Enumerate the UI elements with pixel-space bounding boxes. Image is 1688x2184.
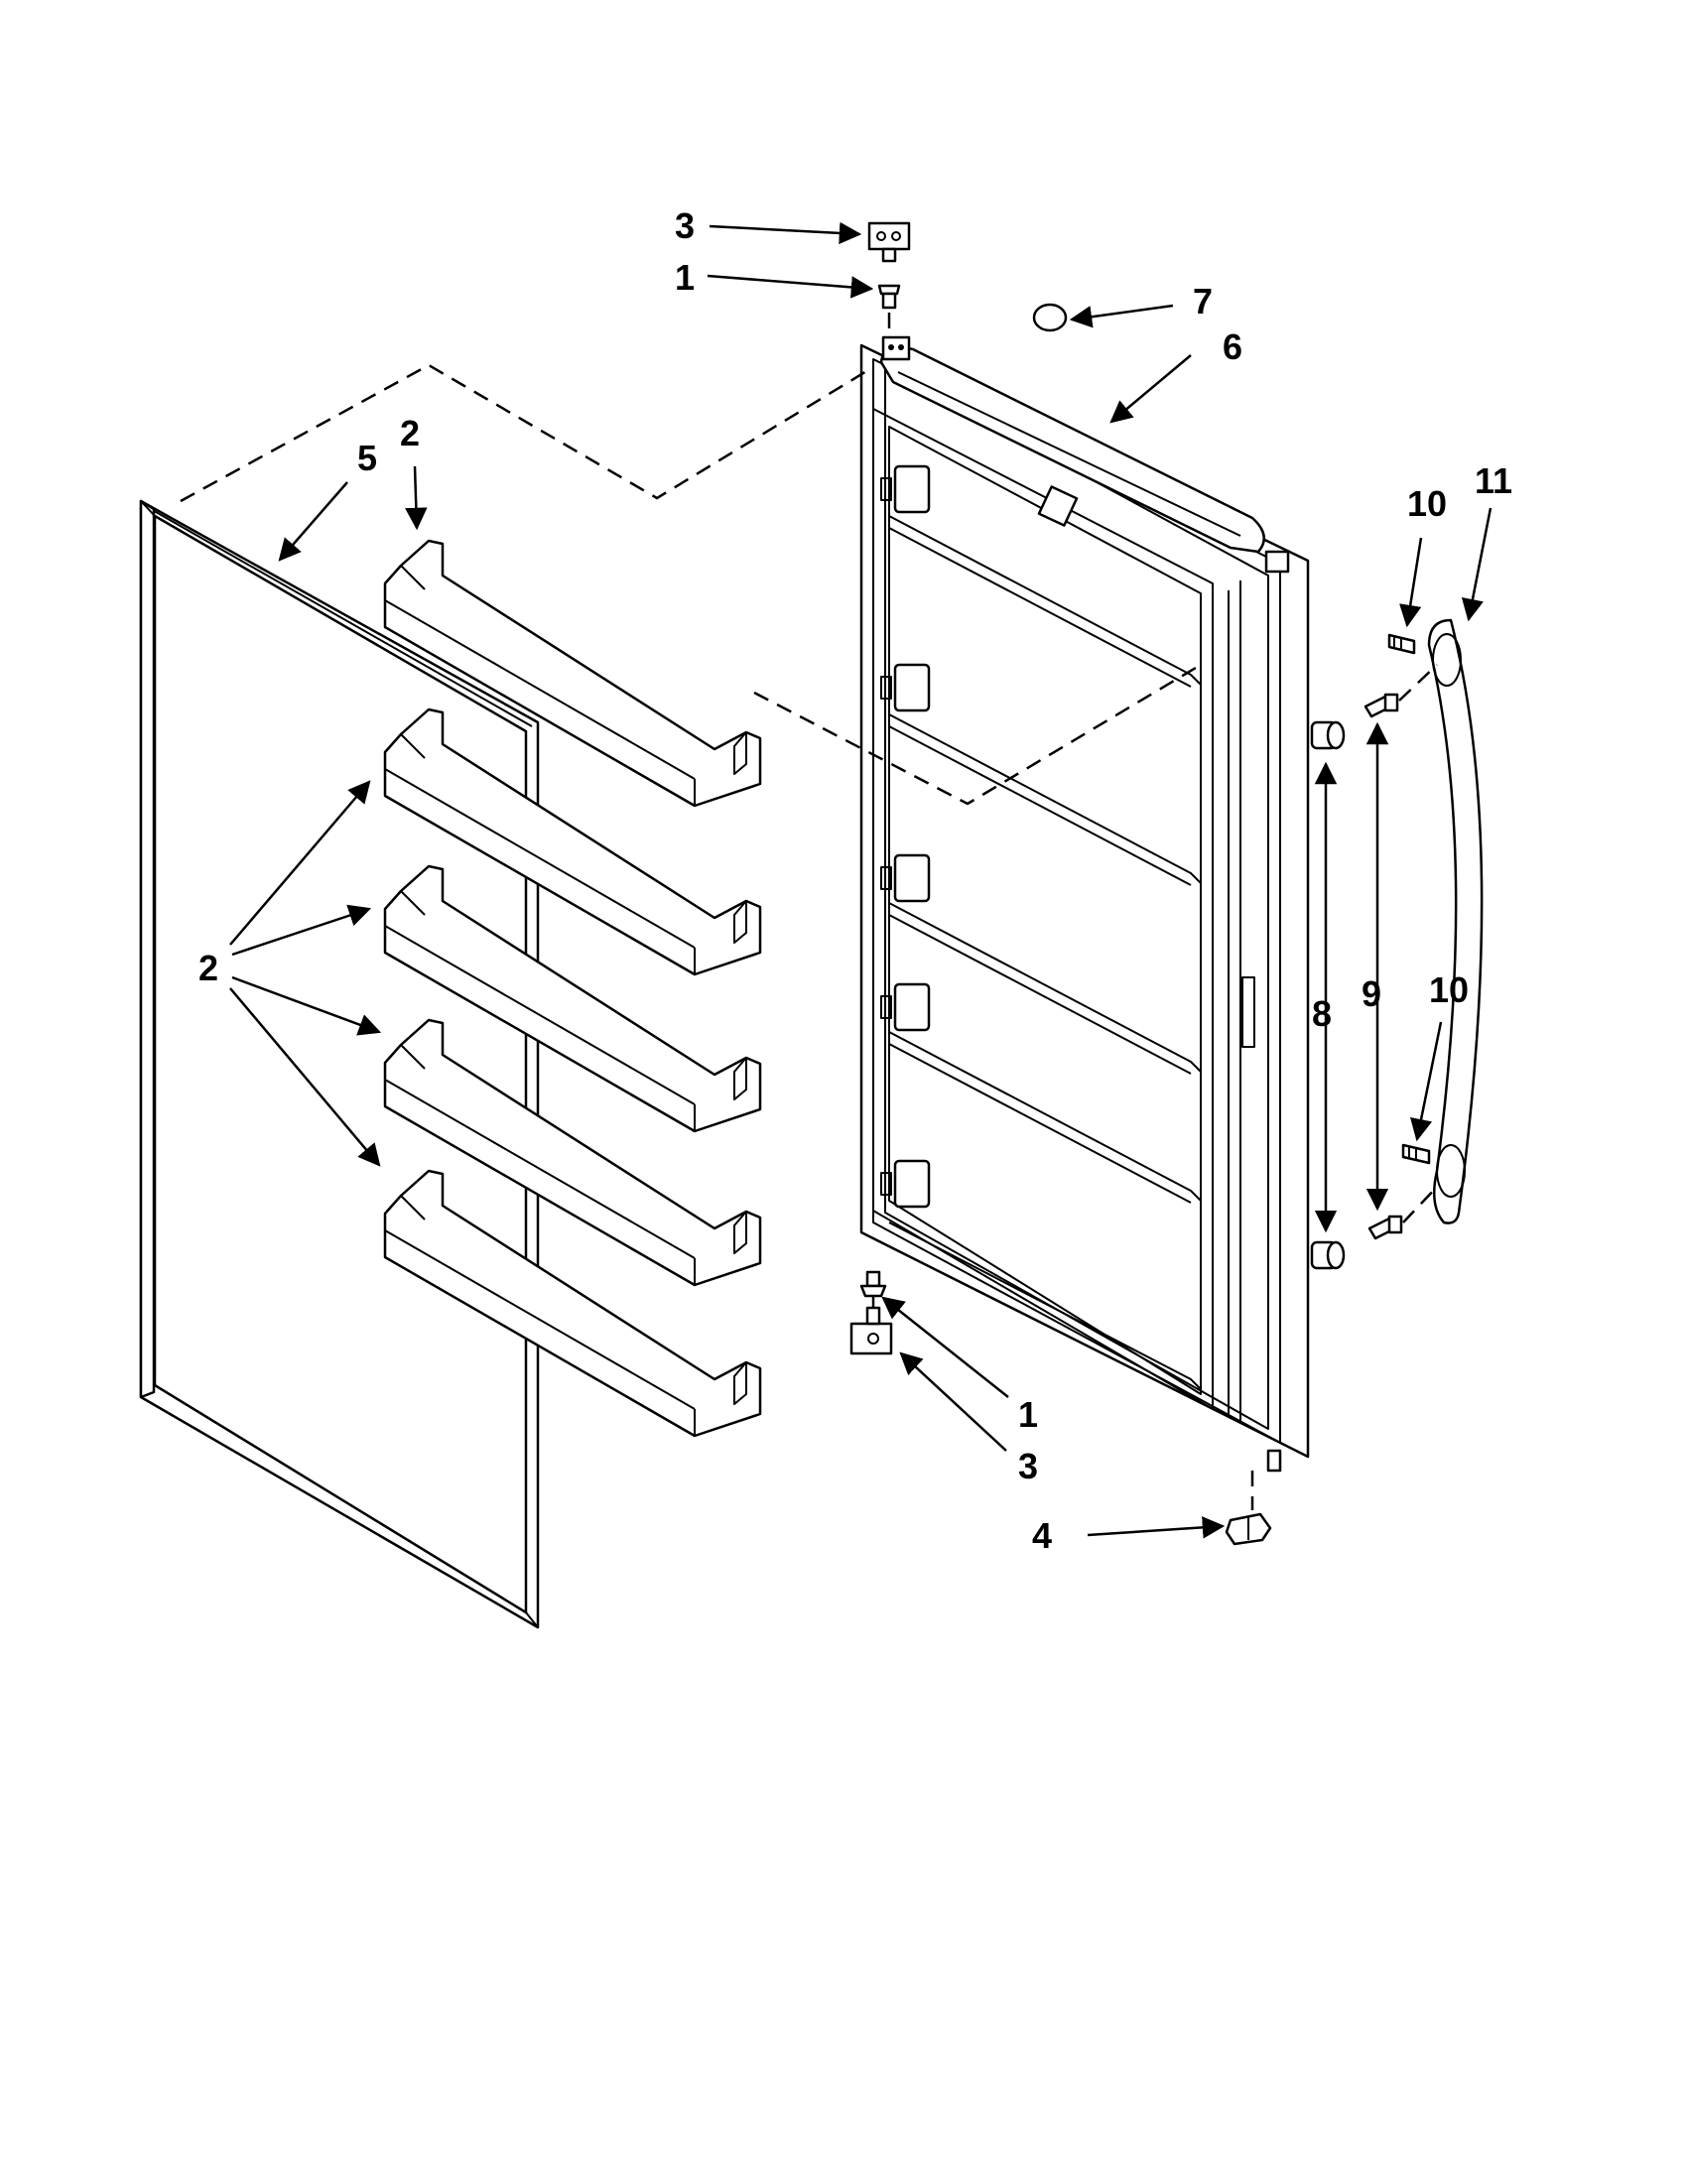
bottom-hinge [849, 1306, 893, 1355]
callout-5: 5 [357, 438, 377, 478]
leader-lines [229, 221, 1493, 1539]
callout-7: 7 [1193, 281, 1213, 321]
top-hinge [867, 221, 911, 263]
door-stop-cam [1225, 1512, 1272, 1546]
callout-9: 9 [1362, 973, 1381, 1014]
door-shelf-rails [888, 515, 1202, 1390]
callout-4: 4 [1032, 1515, 1052, 1556]
callout-10-top: 10 [1407, 483, 1447, 524]
callout-3-bottom: 3 [1018, 1446, 1038, 1486]
handle-spacer-bottom [1310, 1240, 1346, 1270]
cover-plug [1032, 303, 1068, 332]
door-handle [1427, 618, 1484, 1224]
callout-1-bottom: 1 [1018, 1394, 1038, 1435]
assembly-line-gasket [180, 363, 874, 503]
callout-labels: 3 1 7 6 5 2 2 10 11 8 9 10 1 3 4 [198, 205, 1512, 1556]
callout-2-group: 2 [198, 948, 218, 988]
handle-spacer-top [1310, 720, 1346, 750]
door-bins [383, 539, 762, 1438]
callout-10-bottom: 10 [1429, 969, 1469, 1010]
assembly-line-bin [753, 663, 1202, 806]
callout-2-top: 2 [400, 413, 420, 453]
callout-11: 11 [1475, 460, 1512, 501]
callout-1-top: 1 [675, 257, 695, 298]
callout-3-top: 3 [675, 205, 695, 246]
door-bin [383, 539, 762, 808]
door-panel [859, 335, 1310, 1473]
callout-8: 8 [1312, 993, 1332, 1034]
bottom-hinge-bushing [859, 1270, 887, 1298]
handle-screw-bottom [1401, 1143, 1431, 1165]
top-hinge-bushing [877, 284, 901, 310]
shelf-clips [880, 464, 931, 1209]
callout-6: 6 [1223, 326, 1242, 367]
handle-stud-bottom [1367, 1215, 1403, 1240]
handle-screw-top [1387, 633, 1416, 655]
handle-stud-top [1363, 693, 1399, 718]
